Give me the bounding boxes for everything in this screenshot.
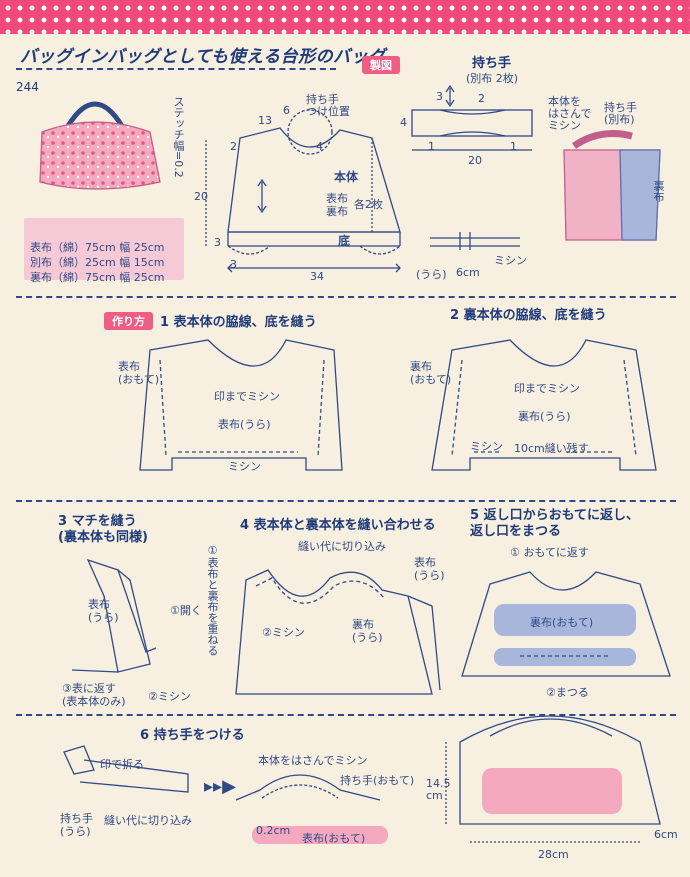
dim-3b: 3: [230, 258, 237, 271]
handle-mishin-label: ミシン: [494, 254, 527, 267]
step4-title: 4 表本体と裏本体を縫い合わせる: [240, 518, 436, 533]
step2-diagram: [431, 339, 657, 471]
step1-diagram: [139, 339, 343, 471]
handle-dim-4: 4: [400, 116, 407, 129]
body-pattern-piece: [205, 109, 401, 273]
finished-bag-illustration: [39, 101, 161, 190]
stitch-width-label: ステッチ幅=0.2: [172, 96, 185, 178]
dim-20: 20: [194, 190, 208, 203]
step6-clip: 縫い代に切り込み: [104, 814, 192, 827]
dim-6cm: 6cm: [654, 828, 678, 841]
step4-lining: 裏布 (うら): [352, 618, 383, 644]
handle-dim-3: 3: [436, 90, 443, 103]
step6-diagram: [63, 715, 661, 843]
handle-betsu-label: 持ち手 (別布): [604, 101, 637, 126]
step5-title: 5 返し口からおもてに返し、 返し口をまつる: [470, 508, 640, 539]
step2-leave-open: 10cm縫い残す: [514, 442, 589, 455]
step6-handle-wrong: 持ち手 (うら): [60, 812, 93, 838]
step6-title: 6 持ち手をつける: [140, 728, 245, 743]
step3-turn: ③表に返す (表本体のみ): [62, 682, 126, 708]
step4-outer: 表布 (うら): [414, 556, 445, 582]
dim-3a: 3: [214, 236, 221, 249]
handle-ura-label: (うら): [416, 268, 447, 281]
step4-diagram: [235, 569, 441, 695]
section-divider-3: [16, 714, 676, 716]
outer-fabric-label: 表布: [326, 192, 348, 205]
bottom-label: 底: [338, 234, 351, 248]
step5-turn: ① おもてに返す: [510, 546, 589, 559]
step3-open: ①開く: [170, 604, 202, 617]
step4-clip: 縫い代に切り込み: [298, 540, 386, 553]
handle-position-label: 持ち手 つけ位置: [306, 93, 350, 118]
lining-fabric-label: 裏布: [326, 205, 348, 218]
step4-layer: ①表布と裏布を重ねる: [206, 544, 219, 656]
handle-stitch-sketch: [430, 232, 520, 250]
step1-mishin: ミシン: [228, 460, 261, 473]
step6-fold: 印で折る: [100, 758, 144, 771]
step6-label-bg: [252, 826, 388, 844]
step2-wrong-side: 裏布(うら): [518, 410, 571, 423]
steps-tag: 作り方: [104, 312, 153, 330]
material-row-1: 表布（綿）75cm 幅 25cm: [30, 241, 165, 254]
dim-6: 6: [283, 104, 290, 117]
step2-title: 2 裏本体の脇線、底を縫う: [450, 308, 607, 323]
section-divider-2: [16, 500, 676, 502]
dim-4: 4: [316, 140, 323, 153]
step3-mishin: ②ミシン: [148, 690, 191, 703]
step1-stitch-to-mark: 印までミシン: [214, 390, 280, 403]
polka-dot-banner: [0, 0, 690, 34]
step1-title: 1 表本体の脇線、底を縫う: [160, 315, 317, 330]
step2-stitch-to-mark: 印までミシン: [514, 382, 580, 395]
handle-dim-1a: 1: [428, 140, 435, 153]
handle-6cm-label: 6cm: [456, 266, 480, 279]
handle-dim-20: 20: [468, 154, 482, 167]
handle-dim-2: 2: [478, 92, 485, 105]
step6-02cm: 0.2cm: [256, 824, 291, 837]
handle-attach-sketch: [563, 130, 661, 241]
lining-side-label: 裏布: [652, 180, 665, 202]
step6-handle-right: 持ち手(おもて): [340, 774, 415, 787]
step5-lining: 裏布(おもて): [530, 616, 594, 629]
handle-dim-1b: 1: [510, 140, 517, 153]
arrow-icon: ▸▸▶: [204, 776, 236, 797]
step1-wrong-side: 表布(うら): [218, 418, 271, 431]
title-underline: [16, 68, 336, 70]
dim-14-5cm: 14.5 cm: [426, 777, 451, 802]
dim-34: 34: [310, 270, 324, 283]
materials-box: [24, 218, 184, 280]
step4-mishin: ②ミシン: [262, 626, 305, 639]
seizu-tag: 製図: [362, 56, 400, 74]
step6-sandwich: 本体をはさんでミシン: [258, 754, 368, 767]
section-divider-1: [16, 296, 676, 298]
step5-blindstitch: ②まつる: [546, 686, 589, 699]
step3-diagram: [71, 558, 157, 673]
handle-pattern-piece: [411, 84, 533, 151]
step3-title: 3 マチを縫う (裏本体も同様): [58, 514, 148, 545]
each-two-label: 各2枚: [354, 198, 383, 211]
handle-title: 持ち手: [472, 56, 512, 71]
step3-wrong-side: 表布 (うら): [88, 598, 119, 624]
step1-outer-label: 表布 (おもて): [118, 360, 160, 386]
dim-2: 2: [230, 140, 237, 153]
step2-mishin: ミシン: [470, 440, 503, 453]
step2-outer-label: 裏布 (おもて): [410, 360, 452, 386]
material-row-2: 別布（綿）25cm 幅 15cm: [30, 256, 165, 269]
handle-subtitle: (別布 2枚): [466, 72, 519, 85]
body-label: 本体: [334, 170, 359, 184]
page-title: バッグインバッグとしても使える台形のバッグ: [20, 47, 386, 67]
dim-28cm: 28cm: [538, 848, 569, 861]
step5-diagram: [461, 571, 671, 677]
step6-outer: 表布(おもて): [302, 832, 366, 845]
sandwich-stitch-label: 本体を はさんで ミシン: [548, 95, 592, 132]
page-number: 244: [16, 80, 39, 94]
material-row-3: 裏布（綿）75cm 幅 25cm: [30, 271, 165, 284]
dim-13: 13: [258, 114, 272, 127]
